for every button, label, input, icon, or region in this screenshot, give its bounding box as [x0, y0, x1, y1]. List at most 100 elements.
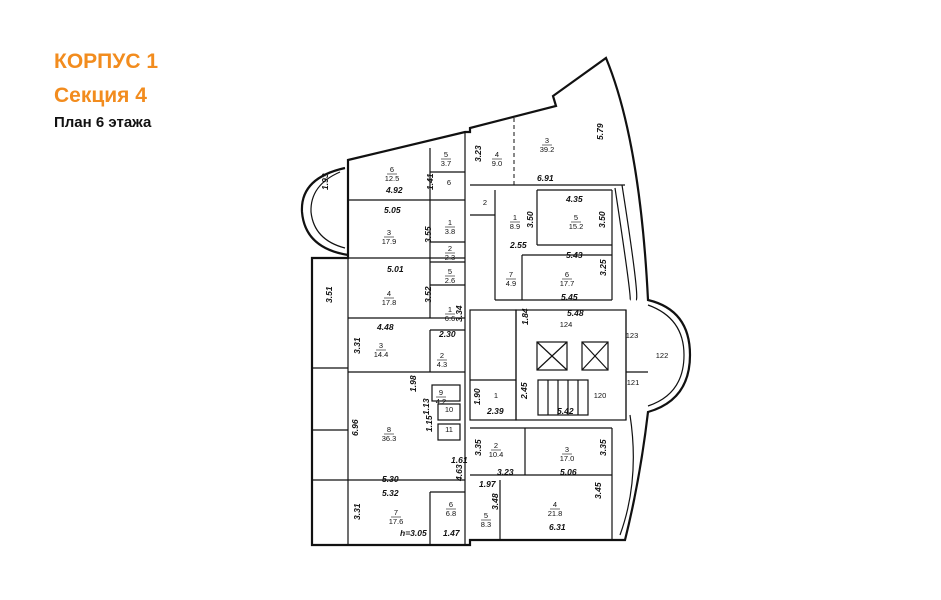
dimension-label: 3.51 [324, 286, 334, 303]
room-label: 612.5 [385, 165, 400, 183]
room-label: 120 [594, 391, 607, 400]
dimension-label: 1.47 [443, 528, 461, 538]
dimension-label: 5.42 [557, 406, 574, 416]
room-label: 836.3 [382, 425, 397, 443]
room-area: 15.2 [569, 222, 584, 231]
dimension-label: 2.45 [519, 382, 529, 400]
dimension-label: 5.43 [566, 250, 583, 260]
dimension-label: 6.31 [549, 522, 566, 532]
room-label: 2 [483, 198, 487, 207]
room-label: 53.7 [441, 150, 451, 168]
room-label: 18.9 [510, 213, 520, 231]
room-area: 8.3 [481, 520, 491, 529]
room-label: 24.3 [437, 351, 447, 369]
dimension-label: 3.45 [593, 482, 603, 499]
room-number: 3 [545, 136, 549, 145]
dimension-label: 1.15 [424, 415, 434, 432]
room-area: 10.4 [489, 450, 504, 459]
room-area: 2.6 [445, 276, 455, 285]
room-number: 4 [553, 500, 557, 509]
dimension-label: 5.32 [382, 488, 399, 498]
room-number: 123 [626, 331, 639, 340]
dimension-label: 3.31 [352, 337, 362, 354]
dimension-label: 5.05 [384, 205, 401, 215]
room-area: 12.5 [385, 174, 400, 183]
room-number: 2 [440, 351, 444, 360]
dimension-label: 3.35 [598, 439, 608, 456]
room-number: 120 [594, 391, 607, 400]
room-number: 7 [394, 508, 398, 517]
room-label: 339.2 [540, 136, 555, 154]
room-area: 17.9 [382, 237, 397, 246]
room-area: 4.2 [436, 397, 446, 406]
room-area: 17.6 [389, 517, 404, 526]
room-label: 49.0 [492, 150, 502, 168]
room-number: 9 [439, 388, 443, 397]
room-area: 6.6 [445, 314, 455, 323]
dimension-label: 5.45 [561, 292, 578, 302]
room-area: 21.8 [548, 509, 563, 518]
dimension-label: 4.63 [454, 464, 464, 482]
room-number: 4 [495, 150, 499, 159]
room-number: 1 [448, 305, 452, 314]
room-area: 4.3 [437, 360, 447, 369]
room-area: 8.9 [510, 222, 520, 231]
room-number: 2 [448, 244, 452, 253]
room-area: 3.7 [441, 159, 451, 168]
dimension-label: 3.50 [525, 211, 535, 228]
room-label: 123 [626, 331, 639, 340]
room-number: 7 [509, 270, 513, 279]
room-label: 314.4 [374, 341, 389, 359]
room-number: 6 [390, 165, 394, 174]
room-label: 1 [494, 391, 498, 400]
room-label: 13.8 [445, 218, 455, 236]
room-number: 6 [449, 500, 453, 509]
dimension-label: 3.25 [598, 259, 608, 276]
room-number: 5 [448, 267, 452, 276]
dimension-label: 3.35 [473, 439, 483, 456]
room-label: 66.8 [446, 500, 456, 518]
room-label: 11 [445, 425, 453, 434]
dimension-label: 3.23 [497, 467, 514, 477]
room-area: 4.9 [506, 279, 516, 288]
room-number: 124 [560, 320, 573, 329]
room-label: 16.6 [445, 305, 455, 323]
dimension-label: 1.41 [425, 173, 435, 190]
dimension-label: 1.93 [320, 173, 330, 190]
room-label: 317.0 [560, 445, 575, 463]
dimension-label: 2.30 [438, 329, 456, 339]
room-label: 121 [627, 378, 640, 387]
rooms: 612.553.7613.8317.922.352.6417.816.6314.… [374, 136, 669, 529]
dimension-label: 3.23 [473, 145, 483, 162]
room-number: 3 [387, 228, 391, 237]
dimension-label: 3.55 [423, 226, 433, 243]
dimension-label: h=3.05 [400, 528, 427, 538]
room-label: 617.7 [560, 270, 575, 288]
room-area: 3.8 [445, 227, 455, 236]
room-area: 6.8 [446, 509, 456, 518]
dimension-label: 2.55 [509, 240, 527, 250]
room-label: 417.8 [382, 289, 397, 307]
interior-walls [312, 118, 648, 545]
room-number: 5 [444, 150, 448, 159]
room-label: 10 [445, 405, 453, 414]
dimension-label: 1.97 [479, 479, 497, 489]
dimension-label: 5.48 [567, 308, 584, 318]
dimension-label: 5.79 [595, 123, 605, 140]
room-number: 1 [513, 213, 517, 222]
dimension-label: 2.39 [486, 406, 504, 416]
dimension-label: 3.50 [597, 211, 607, 228]
dimension-label: 5.30 [382, 474, 399, 484]
room-label: 22.3 [445, 244, 455, 262]
dimension-label: 4.35 [565, 194, 583, 204]
dimension-label: 1.13 [421, 398, 431, 415]
dimension-label: 4.48 [376, 322, 394, 332]
room-label: 52.6 [445, 267, 455, 285]
room-label: 421.8 [548, 500, 563, 518]
dimension-label: 5.06 [560, 467, 577, 477]
building-title: КОРПУС 1 [54, 50, 158, 73]
room-area: 17.8 [382, 298, 397, 307]
room-label: 717.6 [389, 508, 404, 526]
room-label: 210.4 [489, 441, 504, 459]
